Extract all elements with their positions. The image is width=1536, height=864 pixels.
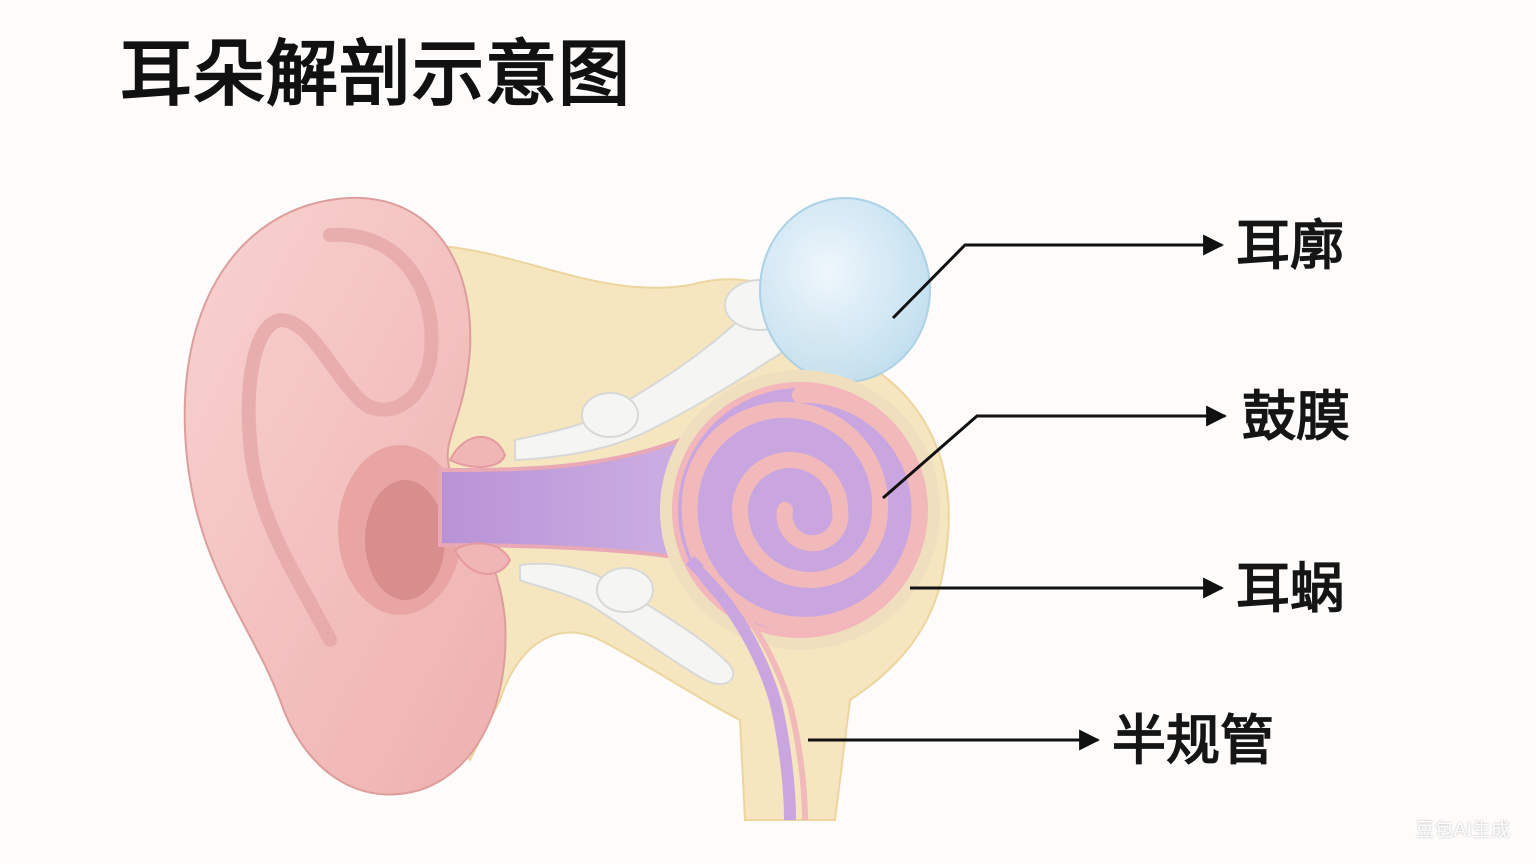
cochlea	[660, 370, 940, 650]
lower-ossicle	[519, 562, 735, 685]
leader-line-eardrum	[882, 405, 1228, 500]
label-eardrum: 鼓膜	[1242, 384, 1350, 448]
label-cochlea: 耳蜗	[1236, 556, 1344, 620]
helix-fold	[241, 227, 439, 647]
membrane-blue	[759, 197, 931, 383]
watermark: 豆包AI生成	[1415, 819, 1510, 841]
page-title: 耳朵解剖示意图	[120, 31, 632, 116]
leader-line-pinna	[891, 234, 1225, 320]
label-pinna: 耳廓	[1236, 213, 1344, 277]
label-semicircular: 半规管	[1112, 708, 1274, 772]
semicircular-canals	[685, 555, 796, 821]
